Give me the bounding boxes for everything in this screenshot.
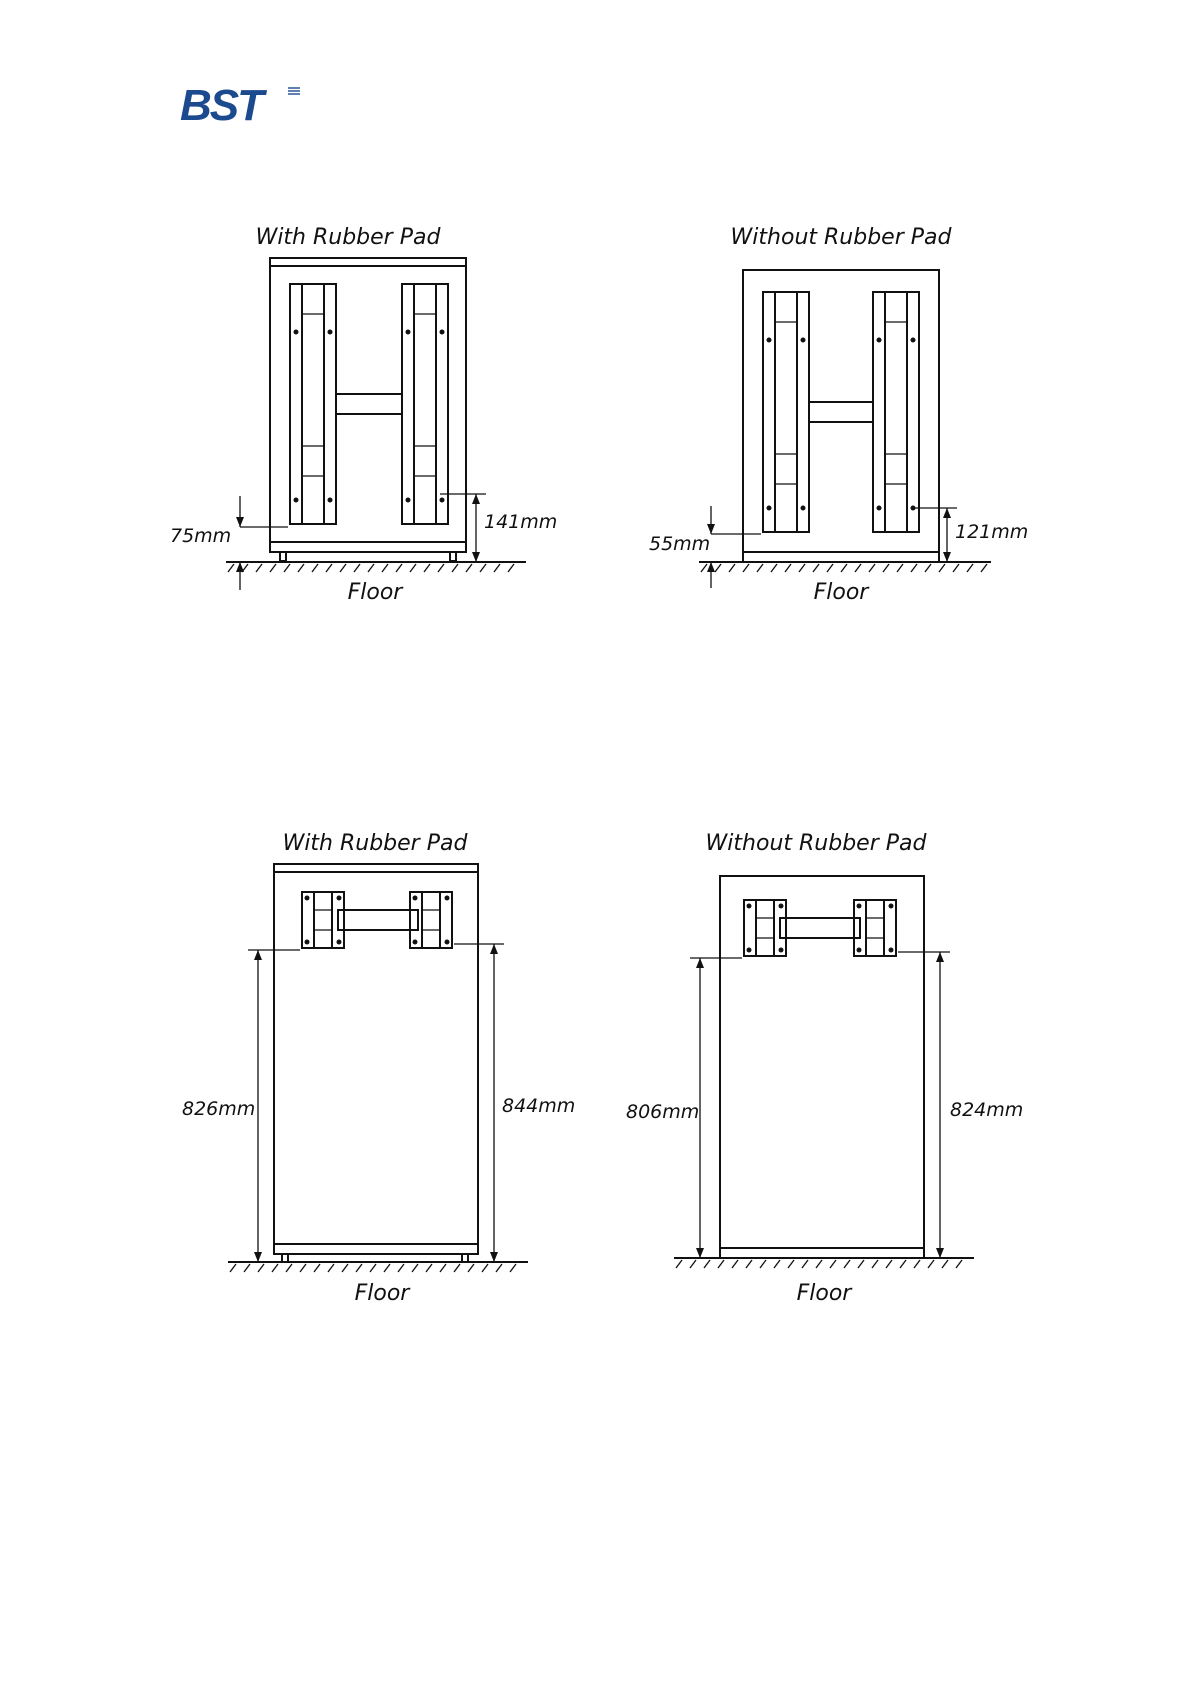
figure-title: Without Rubber Pad <box>706 831 928 856</box>
dim-left: 75mm <box>170 525 231 547</box>
dim-left: 826mm <box>182 1098 255 1120</box>
dim-right: 824mm <box>950 1099 1023 1121</box>
bst-logo: BST <box>178 82 302 124</box>
dim-left: 55mm <box>649 533 710 555</box>
floor-label: Floor <box>797 1281 854 1306</box>
figure-title: With Rubber Pad <box>256 225 442 250</box>
figure-title: With Rubber Pad <box>283 831 469 856</box>
dim-left: 806mm <box>626 1101 699 1123</box>
floor-label: Floor <box>814 580 871 605</box>
figure-title: Without Rubber Pad <box>731 225 953 250</box>
dim-right: 141mm <box>484 511 557 533</box>
dim-right: 121mm <box>955 521 1028 543</box>
dim-right: 844mm <box>502 1095 575 1117</box>
floor-label: Floor <box>348 580 405 605</box>
floor-label: Floor <box>355 1281 412 1306</box>
figure-front-with-pad: With Rubber Pad <box>170 210 570 610</box>
figure-front-without-pad: Without Rubber Pad <box>645 210 1045 610</box>
figure-side-with-pad: With Rubber Pad <box>170 820 590 1320</box>
figure-side-without-pad: Without Rubber Pad <box>620 820 1040 1320</box>
logo-text: BST <box>180 82 267 124</box>
